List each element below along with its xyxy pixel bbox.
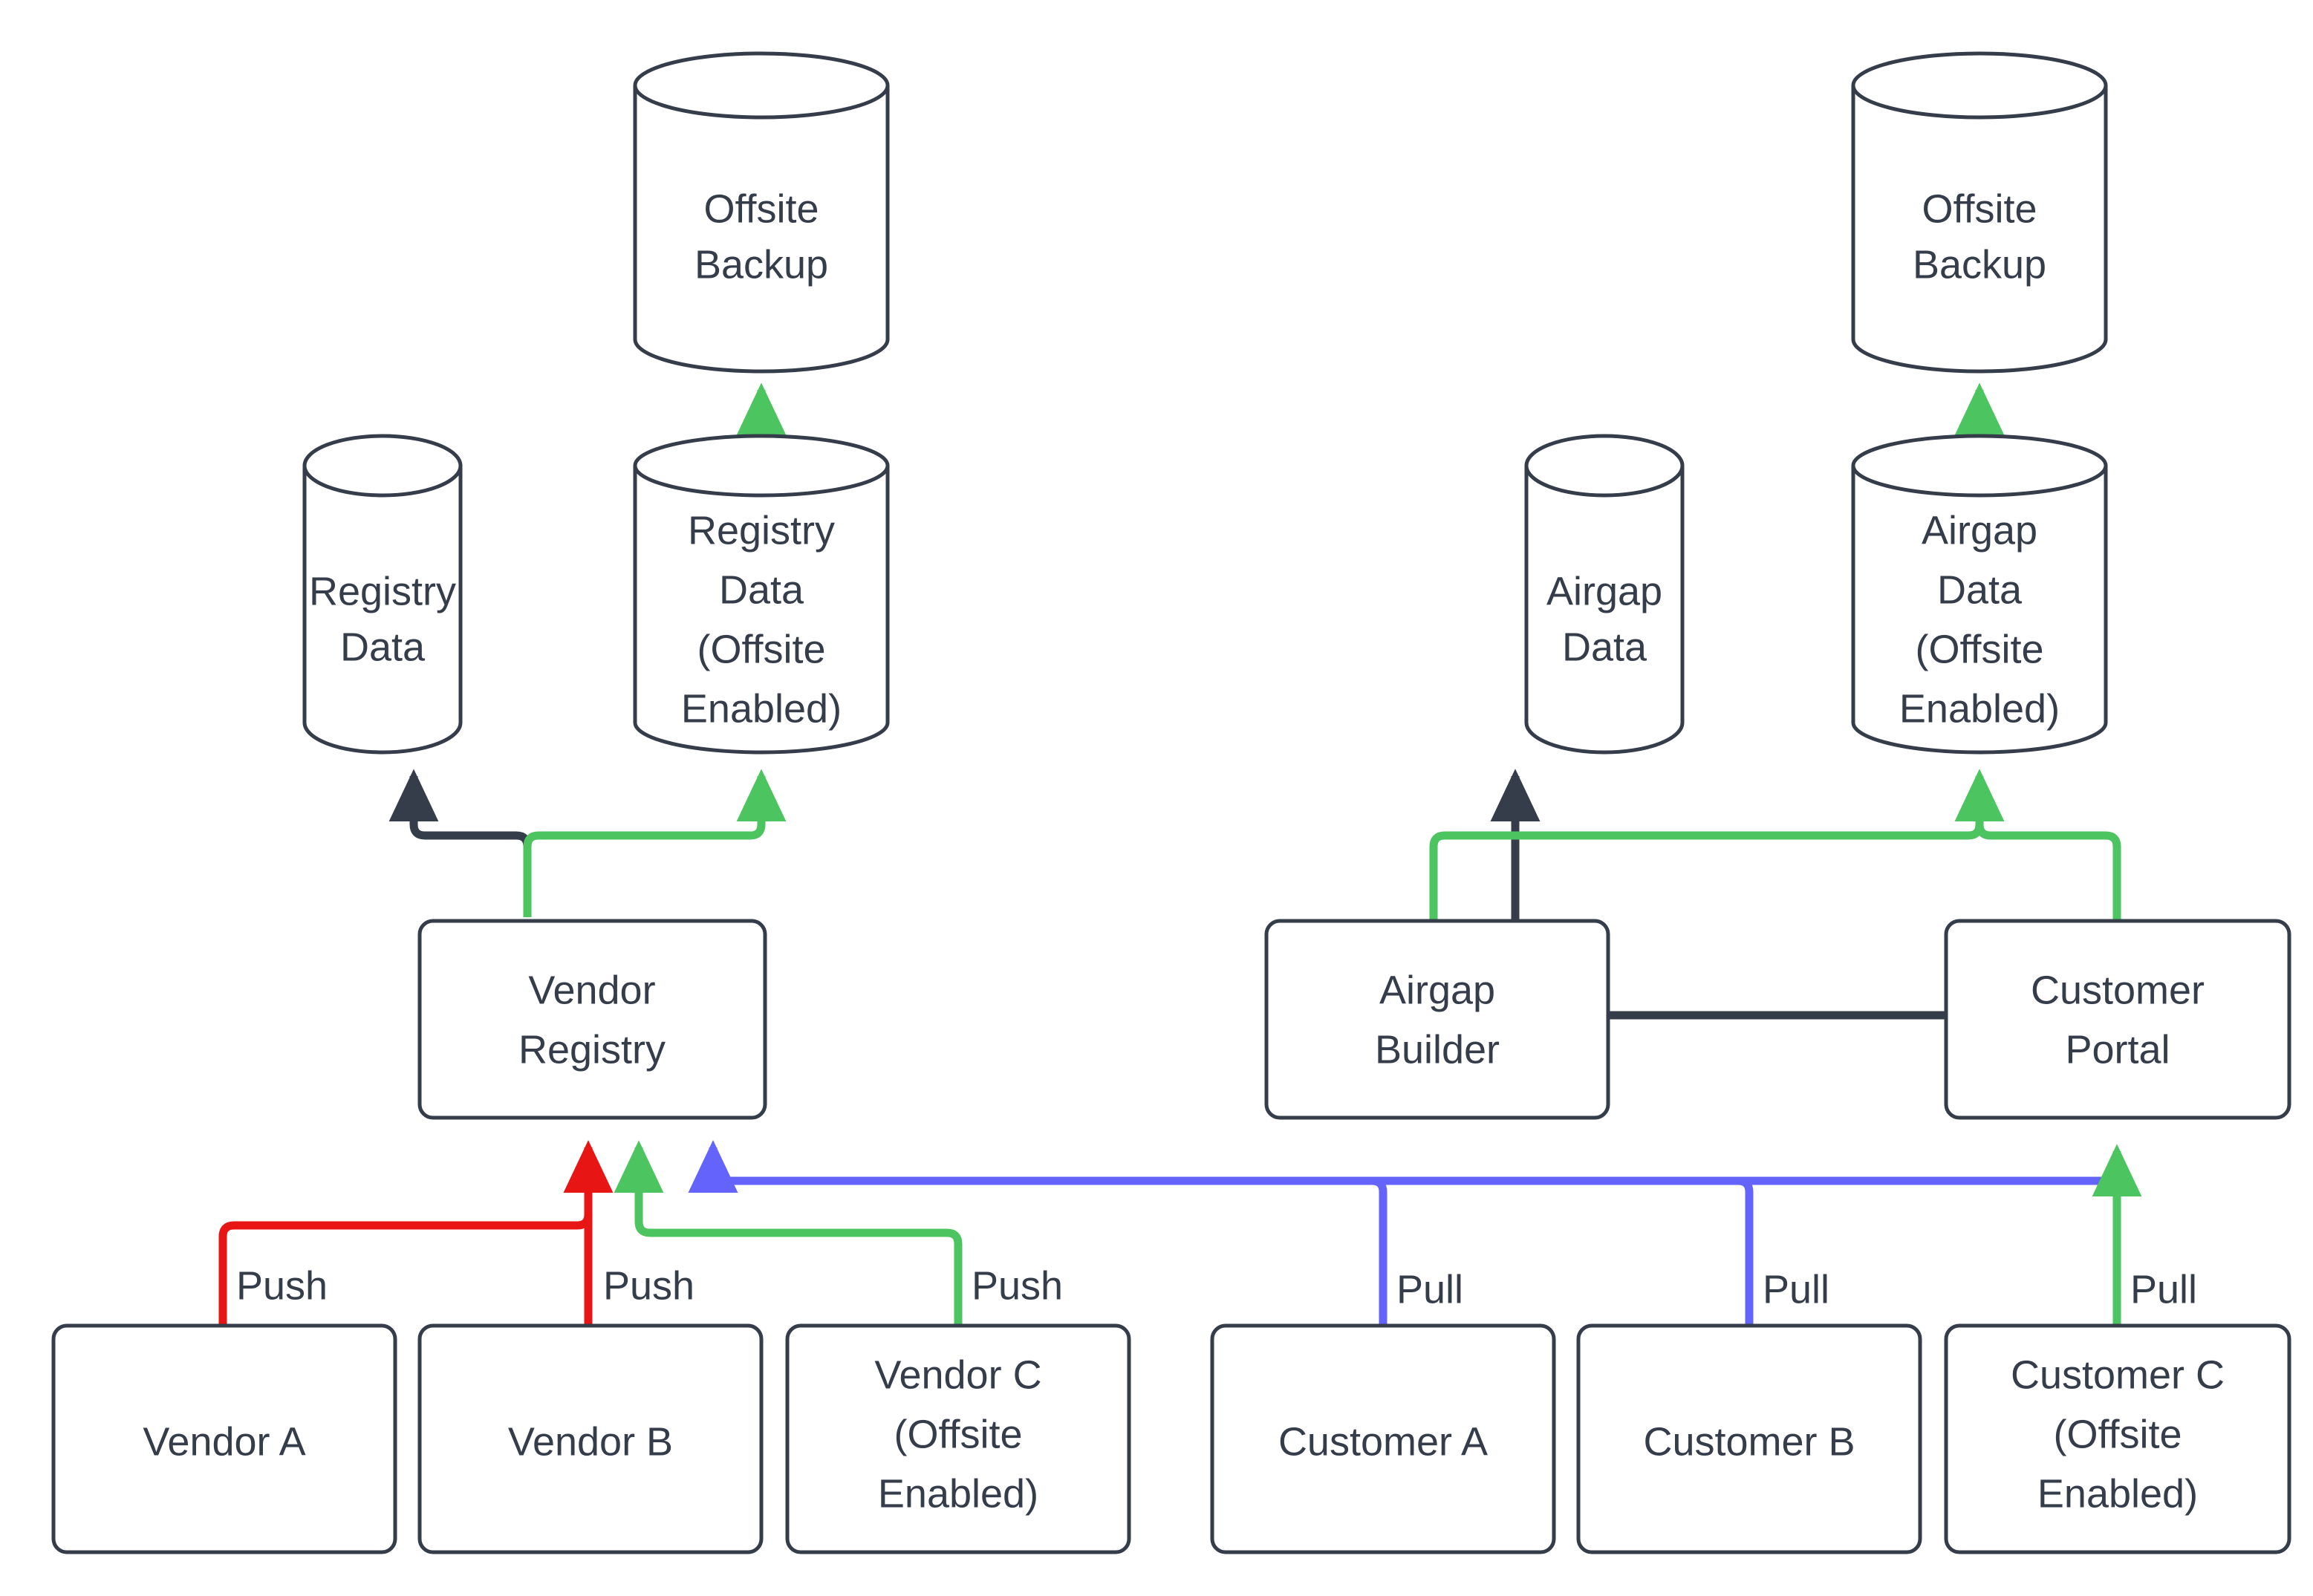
edge-label-pull-customer-b: Pull bbox=[1763, 1267, 1829, 1312]
node-label: Customer A bbox=[1278, 1419, 1488, 1464]
node-label: Backup bbox=[694, 242, 828, 287]
node-label: (Offsite bbox=[1915, 627, 2043, 671]
node-label: Vendor bbox=[528, 968, 655, 1012]
node-label: Data bbox=[1937, 567, 2023, 612]
edge-vendor-registry-to-registry-data bbox=[388, 769, 532, 917]
nodes-layer: Offsite Backup Offsite Backup Registry D… bbox=[51, 51, 2291, 1554]
node-customer-b[interactable]: Customer B bbox=[1576, 1323, 1922, 1554]
node-vendor-b[interactable]: Vendor B bbox=[417, 1323, 764, 1554]
node-label: Offsite bbox=[703, 186, 819, 231]
node-label: Vendor A bbox=[143, 1419, 305, 1464]
node-label: Customer C bbox=[2011, 1352, 2225, 1397]
node-label: Data bbox=[340, 625, 426, 669]
edge-label-push-vendor-b: Push bbox=[603, 1263, 694, 1308]
node-label: Portal bbox=[2065, 1027, 2170, 1072]
edge-label-push-vendor-c: Push bbox=[972, 1263, 1063, 1308]
node-vendor-a[interactable]: Vendor A bbox=[51, 1323, 397, 1554]
node-vendor-registry[interactable]: Vendor Registry bbox=[417, 919, 767, 1120]
edge-label-pull-customer-c: Pull bbox=[2130, 1267, 2197, 1312]
edge-vendor-registry-to-registry-data-offsite bbox=[523, 769, 787, 917]
node-label: Airgap bbox=[1379, 968, 1495, 1012]
node-airgap-data[interactable]: Airgap Data bbox=[1524, 434, 1685, 755]
edge-customer-portal-to-airgap-data-offsite bbox=[1954, 769, 2121, 921]
edge-labels-layer: Push Push Push Pull Pull Pull bbox=[236, 1263, 2197, 1312]
node-label: Customer B bbox=[1643, 1419, 1855, 1464]
node-label: Vendor B bbox=[508, 1419, 673, 1464]
node-label: Registry bbox=[309, 569, 456, 613]
node-label: Enabled) bbox=[878, 1471, 1038, 1516]
node-label: Enabled) bbox=[2037, 1471, 2198, 1516]
node-vendor-c[interactable]: Vendor C (Offsite Enabled) bbox=[785, 1323, 1131, 1554]
node-label: Vendor C bbox=[874, 1352, 1041, 1397]
node-label: Registry bbox=[518, 1027, 666, 1072]
edge-label-pull-customer-a: Pull bbox=[1396, 1267, 1463, 1312]
node-registry-data-offsite[interactable]: Registry Data (Offsite Enabled) bbox=[633, 434, 890, 755]
node-registry-data[interactable]: Registry Data bbox=[302, 434, 463, 755]
node-label: (Offsite bbox=[697, 627, 825, 671]
node-label: Data bbox=[719, 567, 804, 612]
node-airgap-builder[interactable]: Airgap Builder bbox=[1264, 919, 1610, 1120]
node-customer-a[interactable]: Customer A bbox=[1210, 1323, 1556, 1554]
node-customer-portal[interactable]: Customer Portal bbox=[1944, 919, 2291, 1120]
node-label: Offsite bbox=[1922, 186, 2037, 231]
node-label: Builder bbox=[1375, 1027, 1500, 1072]
edges-layer bbox=[218, 382, 2142, 1326]
edge-vendor-c-push bbox=[614, 1140, 963, 1326]
node-label: Airgap bbox=[1922, 508, 2037, 553]
node-offsite-backup-right[interactable]: Offsite Backup bbox=[1851, 51, 2108, 374]
node-label: (Offsite bbox=[2053, 1412, 2182, 1456]
node-label: Customer bbox=[2031, 968, 2205, 1012]
node-label: (Offsite bbox=[894, 1412, 1022, 1456]
node-offsite-backup-left[interactable]: Offsite Backup bbox=[633, 51, 890, 374]
node-label: Backup bbox=[1913, 242, 2046, 287]
node-label: Airgap bbox=[1546, 569, 1662, 613]
node-label: Registry bbox=[688, 508, 835, 553]
node-airgap-data-offsite[interactable]: Airgap Data (Offsite Enabled) bbox=[1851, 434, 2108, 755]
node-label: Enabled) bbox=[1899, 686, 2060, 731]
node-label: Enabled) bbox=[681, 686, 842, 731]
node-customer-c[interactable]: Customer C (Offsite Enabled) bbox=[1944, 1323, 2291, 1554]
node-label: Data bbox=[1562, 625, 1647, 669]
edge-label-push-vendor-a: Push bbox=[236, 1263, 328, 1308]
